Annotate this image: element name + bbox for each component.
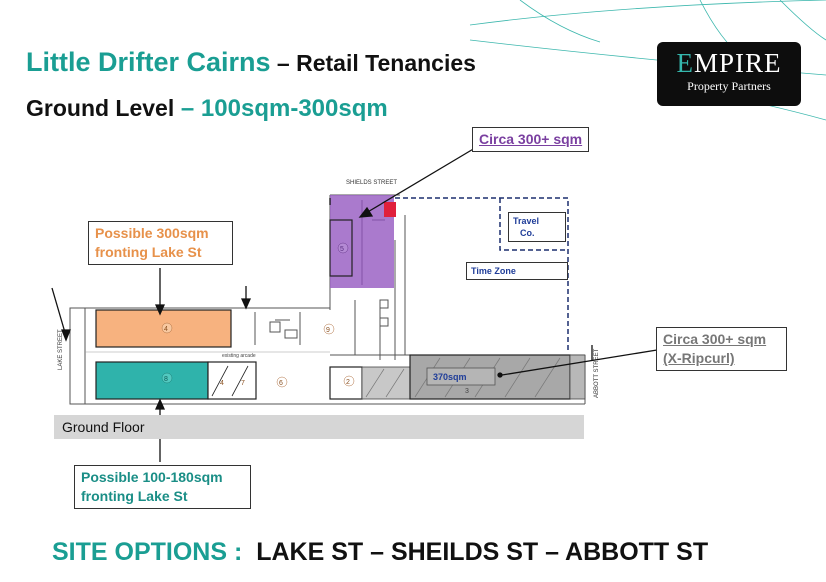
travel-co-label: Travel Co.: [508, 212, 566, 242]
time-zone-label: Time Zone: [466, 262, 568, 280]
subtitle-suffix: – 100sqm-300sqm: [174, 95, 388, 122]
page-title: Little Drifter Cairns – Retail Tenancies: [26, 47, 476, 78]
title-main: Little Drifter Cairns: [26, 47, 271, 77]
area-370-label: 370sqm: [433, 372, 467, 382]
ground-floor-label: Ground Floor: [54, 415, 584, 439]
site-options: SITE OPTIONS : LAKE ST – SHEILDS ST – AB…: [52, 538, 708, 567]
unit-label-4b: 4: [220, 380, 224, 387]
unit-label-7: 7: [241, 380, 245, 387]
callout-grey: Circa 300+ sqm (X-Ripcurl): [656, 327, 787, 371]
page-subtitle: Ground Level – 100sqm-300sqm: [26, 95, 388, 123]
red-marker: [384, 202, 396, 217]
title-suffix: – Retail Tenancies: [270, 50, 476, 76]
logo-wordmark: EMPIRE: [676, 48, 782, 78]
callout-orange: Possible 300sqm fronting Lake St: [88, 221, 233, 265]
unit-label-4a: 4: [164, 326, 168, 333]
callout-purple: Circa 300+ sqm: [472, 127, 590, 152]
street-label-lake: LAKE STREET: [58, 329, 64, 370]
callout-teal: Possible 100-180sqm fronting Lake St: [74, 465, 251, 509]
site-options-label: SITE OPTIONS :: [52, 538, 243, 566]
arcade-label: existing arcade: [222, 353, 256, 359]
unit-label-9: 9: [326, 327, 330, 334]
subtitle-main: Ground Level: [26, 95, 175, 121]
unit-label-6: 6: [279, 380, 283, 387]
empire-logo: EMPIRE Property Partners: [657, 42, 801, 106]
unit-label-8: 8: [164, 376, 168, 383]
teal-tenancy: [95, 361, 209, 400]
street-label-abbott: ABBOTT STREET: [594, 348, 600, 398]
unit-label-5: 5: [340, 246, 344, 253]
unit-label-3: 3: [465, 388, 469, 395]
street-label-shields: SHIELDS STREET: [346, 180, 397, 186]
site-options-streets: LAKE ST – SHEILDS ST – ABBOTT ST: [256, 538, 709, 566]
unit-label-2: 2: [346, 379, 350, 386]
logo-tagline: Property Partners: [687, 79, 771, 93]
